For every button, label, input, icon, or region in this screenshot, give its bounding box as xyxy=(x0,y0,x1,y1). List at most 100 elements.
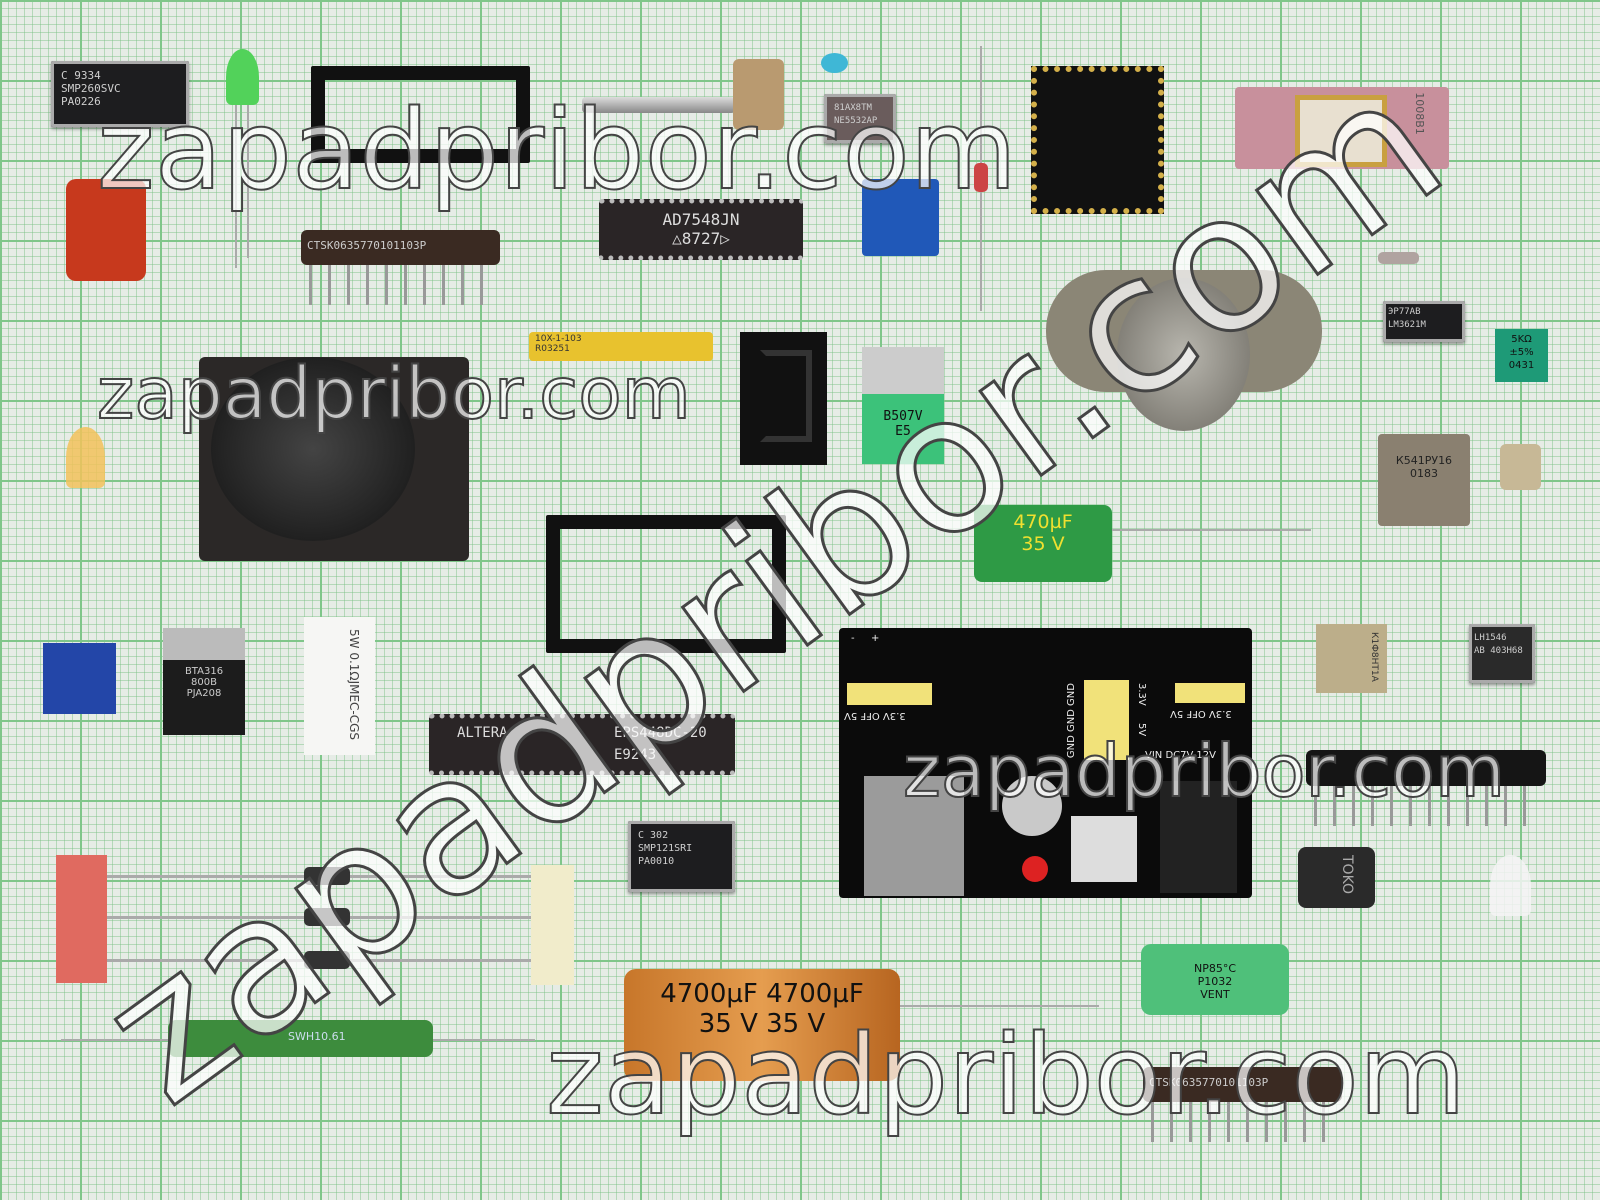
chip-marking: E5 xyxy=(895,424,911,439)
resistor-array: CTSK0635770101103P xyxy=(1143,1067,1342,1142)
chip-marking: AB 403H68 xyxy=(1474,646,1523,656)
diode xyxy=(304,867,350,885)
chip-marking: 0431 xyxy=(1508,360,1535,371)
wirewound-resistor: SWH10.61 xyxy=(168,1020,433,1057)
ic-socket xyxy=(546,515,786,653)
chip-marking: C 9334 xyxy=(61,69,101,82)
capacitor xyxy=(1002,776,1062,836)
chip-marking: CTSK0635770101103P xyxy=(307,239,427,252)
hybrid-ic-lid xyxy=(1295,95,1387,167)
potentiometer xyxy=(733,59,784,130)
chip-marking: PJA208 xyxy=(186,688,222,699)
chip-marking: 5W 0.1ΩJ xyxy=(347,629,361,685)
chip-marking: ±5% xyxy=(1509,347,1534,358)
yellow-led xyxy=(66,427,105,488)
transistor xyxy=(1500,444,1541,490)
chip-marking: ALTERA xyxy=(457,725,508,741)
chip-marking: EPS448DC-20 xyxy=(614,725,707,741)
dil-package xyxy=(1031,66,1164,214)
trimmer-potentiometer xyxy=(862,179,939,256)
soic-chip: 81AX8TM NE5532AP xyxy=(824,94,896,143)
chip-marking: 0183 xyxy=(1410,467,1438,480)
chip-marking: 81AX8TM xyxy=(834,103,872,113)
green-led xyxy=(226,49,259,105)
chip-marking: 10X-1-103 xyxy=(535,334,582,344)
glass-diode xyxy=(974,163,988,192)
jumper-header xyxy=(847,683,932,705)
chip-marking: MEC-CGS xyxy=(347,684,361,741)
pin-label: - xyxy=(851,633,855,644)
chip-marking: AD7548JN xyxy=(662,210,740,229)
chip-marking: TOKO xyxy=(1339,855,1355,895)
clear-led xyxy=(1490,855,1531,916)
chip-marking: PA0226 xyxy=(61,95,101,108)
resistor-array: CTSK0635770101103P xyxy=(301,230,500,305)
chip-marking: 4700µF 4700µF xyxy=(660,979,864,1009)
chip-marking: SMP121SRI xyxy=(638,843,693,854)
eprom-chip: ALTERA EPS448DC-20 E9243 xyxy=(429,714,735,775)
diode-tape xyxy=(56,855,107,983)
pin-label: 5V xyxy=(1136,723,1147,737)
diode-tape xyxy=(531,865,574,985)
capacitor-lead xyxy=(1112,529,1311,531)
jumper-header xyxy=(1175,683,1245,703)
chip-marking: LH1546 xyxy=(1474,633,1507,643)
pin-label: 3.3V xyxy=(1136,683,1147,706)
power-switch[interactable] xyxy=(1071,816,1137,882)
chip-marking: PA0010 xyxy=(638,856,675,867)
chip-marking: 470µF xyxy=(1013,511,1073,533)
potentiometer-shaft xyxy=(582,97,735,113)
chip-marking: 35 V xyxy=(1021,533,1065,555)
joystick-module xyxy=(199,357,469,561)
pin-label: GND GND GND xyxy=(1066,683,1077,759)
joystick-knob xyxy=(211,357,415,541)
ic-socket xyxy=(311,66,530,163)
usb-port xyxy=(864,776,964,896)
chip-marking: 35 V 35 V xyxy=(698,1009,826,1039)
varistor xyxy=(66,179,146,281)
segment xyxy=(760,350,812,442)
pin-header xyxy=(1084,680,1129,760)
ceramic-capacitor xyxy=(821,53,848,73)
chip-marking: E9243 xyxy=(614,747,657,763)
chip-marking: 800B xyxy=(191,677,217,688)
chip-marking: BTA316 xyxy=(184,666,224,677)
power-resistor: 5W 0.1ΩJMEC-CGS xyxy=(304,617,375,755)
chip-marking: NP85°C xyxy=(1193,962,1237,975)
trimmer-potentiometer: 5KΩ ±5% 0431 xyxy=(1495,329,1548,382)
chip-marking: NE5532AP xyxy=(834,116,878,126)
flatpack-ic: К1Ф8НТ1А xyxy=(1316,624,1387,693)
chip-marking: К1Ф8НТ1А xyxy=(1369,632,1379,682)
led-lead xyxy=(247,105,249,258)
chip-marking: VENT xyxy=(1200,988,1230,1001)
pin-label: 3.3V OFF 5V xyxy=(844,710,906,721)
diode xyxy=(304,951,350,969)
diode xyxy=(304,908,350,926)
chip-marking: R03251 xyxy=(535,344,570,354)
chip-marking: 5KΩ xyxy=(1511,334,1532,345)
chip-marking: B507V xyxy=(883,409,923,424)
breadboard-power-module: - + 3.3V OFF 5V GND GND GND 3.3V 5V 3.3V… xyxy=(839,628,1252,898)
power-led xyxy=(1022,856,1048,882)
thermostat-cap xyxy=(1117,278,1250,431)
pin-label: VIN DC7V-12V xyxy=(1145,750,1216,761)
chip-marking: C 302 xyxy=(638,830,669,841)
chip-marking: P1032 xyxy=(1197,975,1233,988)
seven-segment-display xyxy=(740,332,827,465)
dip-chip: AD7548JN△8727▷ xyxy=(599,199,803,260)
chip-marking: SMP260SVC xyxy=(61,82,121,95)
chip-marking: SWH10.61 xyxy=(288,1030,346,1043)
resistor xyxy=(1378,252,1419,264)
hybrid-ic: 1008B1 xyxy=(1235,87,1449,169)
inductor: TOKO xyxy=(1298,847,1375,908)
